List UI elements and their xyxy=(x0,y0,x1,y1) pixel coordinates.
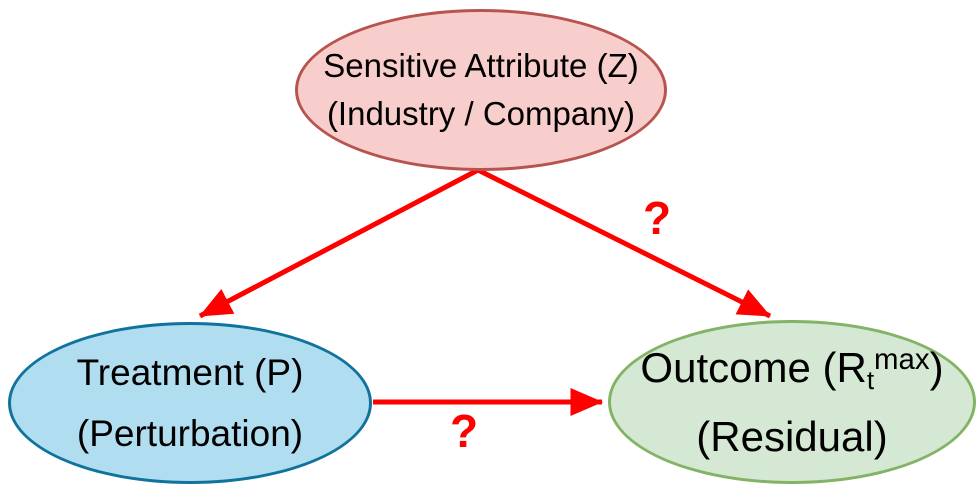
node-outcome: Outcome (Rtmax) (Residual) xyxy=(608,320,976,484)
edge-label-p-to-r: ? xyxy=(449,405,479,457)
node-sensitive-attribute-subtitle: (Industry / Company) xyxy=(326,95,636,132)
node-sensitive-attribute-title: Sensitive Attribute (Z) xyxy=(323,47,639,84)
edge-z-to-p xyxy=(198,167,480,319)
node-outcome-title-suffix: ) xyxy=(929,343,944,391)
node-treatment: Treatment (P) (Perturbation) xyxy=(8,322,372,484)
node-outcome-title-subscript: t xyxy=(866,364,875,395)
node-outcome-subtitle: (Residual) xyxy=(696,412,888,460)
node-outcome-title: Outcome (Rtmax) xyxy=(640,336,943,405)
node-treatment-subtitle: (Perturbation) xyxy=(76,413,304,454)
node-outcome-title-prefix: Outcome (R xyxy=(640,343,867,391)
edge-label-z-to-r: ? xyxy=(642,192,672,244)
node-sensitive-attribute: Sensitive Attribute (Z) (Industry / Comp… xyxy=(295,9,667,171)
node-treatment-title: Treatment (P) xyxy=(76,352,304,393)
node-outcome-title-superscript: max xyxy=(874,343,930,377)
edge-z-to-r xyxy=(476,167,772,319)
